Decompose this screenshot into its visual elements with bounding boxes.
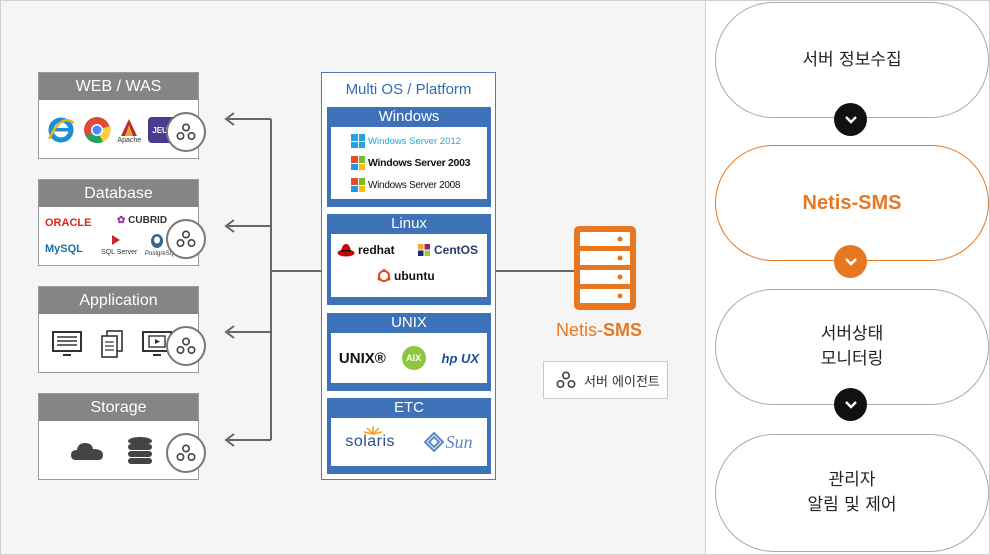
ie-icon: [48, 117, 76, 143]
flow-step-label: 관리자 알림 및 제어: [807, 470, 897, 515]
centos-icon: [418, 244, 430, 256]
flow-step-netis-sms: Netis-SMS: [715, 145, 989, 261]
os-block-windows: Windows Windows Server 2012 Windows Serv…: [327, 107, 491, 207]
apache-logo: Apache: [117, 117, 141, 144]
source-database: Database ORACLE ✿ CUBRID MySQL SQL Serve…: [38, 179, 206, 266]
sun-rays-icon: [364, 426, 383, 435]
hpux-logo: hp UX: [441, 350, 480, 366]
source-web-was: WEB / WAS Apache: [38, 72, 206, 159]
os-block-unix: UNIX UNIX® AIX hp UX: [327, 313, 491, 391]
flow-step-alert-control: 관리자 알림 및 제어: [715, 434, 989, 552]
agent-icon: [556, 371, 576, 389]
source-storage: Storage: [38, 393, 206, 480]
windows-logo-icon: [351, 178, 365, 192]
agent-legend: 서버 에이전트: [543, 361, 668, 399]
chevron-down-icon: [834, 103, 867, 136]
sqlserver-logo: SQL Server: [101, 249, 138, 256]
redhat-icon: [337, 244, 355, 257]
agent-icon[interactable]: [166, 326, 206, 366]
document-icon: [101, 330, 123, 358]
netis-sms-label: Netis-SMS: [556, 320, 643, 340]
flow-step-monitoring: 서버상태 모니터링: [715, 289, 989, 405]
sun-logo: Sun: [423, 432, 473, 453]
aix-logo: AIX: [401, 346, 426, 370]
postgresql-logo: PostgreSQL: [145, 251, 178, 257]
database-icon: [128, 437, 152, 464]
source-title: Storage: [39, 394, 198, 421]
flow-step-label: 서버상태 모니터링: [820, 324, 884, 369]
cubrid-logo: ✿ CUBRID: [117, 215, 168, 226]
cloud-icon: [71, 443, 103, 460]
platform-title: Multi OS / Platform: [345, 81, 472, 98]
source-title: Database: [39, 180, 198, 207]
sqlserver-icon: [112, 235, 120, 245]
source-application: Application: [38, 286, 206, 373]
oracle-logo: ORACLE: [45, 217, 92, 229]
windows-logo-icon: [351, 134, 365, 148]
os-block-etc: ETC solaris Sun: [327, 398, 491, 474]
chrome-icon: [83, 117, 111, 144]
agent-icon[interactable]: [166, 112, 206, 152]
os-title: Windows: [378, 108, 440, 125]
os-item: CentOS: [417, 243, 478, 257]
platform-panel: Multi OS / Platform Windows Windows Serv…: [321, 72, 496, 480]
flow-step-label: Netis-SMS: [802, 191, 902, 214]
mysql-logo: MySQL: [45, 243, 83, 255]
postgresql-elephant-icon: [151, 234, 163, 248]
os-title: Linux: [391, 215, 427, 232]
chevron-down-icon: [834, 388, 867, 421]
os-item: Windows Server 2008: [331, 174, 487, 196]
agent-icon[interactable]: [166, 433, 206, 473]
solaris-logo: solaris: [345, 426, 395, 451]
os-title: ETC: [394, 399, 424, 416]
os-block-linux: Linux redhat CentOS ubuntu: [327, 214, 491, 305]
sun-microsystems-icon: [423, 432, 444, 452]
chevron-down-icon: [834, 245, 867, 278]
os-item: Windows Server 2003: [331, 152, 487, 174]
os-item: ubuntu: [377, 269, 435, 283]
apache-feather-icon: [121, 118, 138, 136]
os-item: UNIX®: [338, 349, 386, 367]
agent-legend-label: 서버 에이전트: [584, 374, 660, 390]
source-title: Application: [39, 287, 198, 314]
server-icon: [574, 226, 636, 310]
ubuntu-icon: [377, 269, 391, 282]
source-title: WEB / WAS: [39, 73, 198, 100]
agent-icon[interactable]: [166, 219, 206, 259]
os-title: UNIX: [391, 314, 427, 331]
flow-step-collect: 서버 정보수집: [715, 2, 989, 118]
os-item: Windows Server 2012: [331, 130, 487, 152]
os-item: redhat: [337, 243, 395, 257]
flow-step-label: 서버 정보수집: [802, 49, 902, 70]
connector-lines: [224, 112, 574, 447]
monitor-icon: [52, 331, 82, 356]
windows-logo-icon: [351, 156, 365, 170]
